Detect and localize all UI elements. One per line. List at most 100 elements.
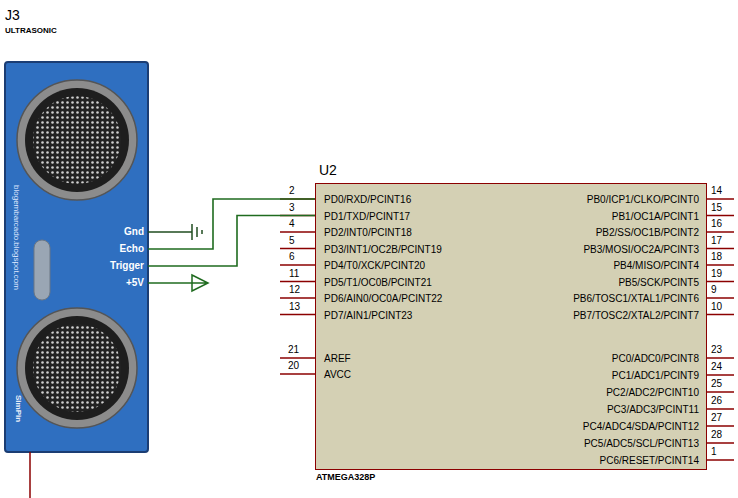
- power-arrow: [192, 275, 208, 291]
- pin-number: 28: [711, 430, 722, 440]
- pin-number: 9: [711, 285, 717, 295]
- power-wire: [148, 282, 192, 284]
- pin-stub: [707, 297, 734, 299]
- pin-number: 25: [711, 379, 722, 389]
- pin-stub: [707, 198, 734, 200]
- pin-number: 10: [711, 302, 722, 312]
- pin-name: PB2/SS/OC1B/PCINT2: [596, 228, 699, 238]
- part-designator: U2: [319, 163, 337, 177]
- pin-number: 13: [289, 302, 300, 312]
- pin-number: 12: [289, 285, 300, 295]
- pin-name: PC5/ADC5/SCL/PCINT13: [584, 439, 699, 449]
- pin-stub: [280, 281, 315, 283]
- pin-name: PD7/AIN1/PCINT23: [324, 311, 412, 321]
- pin-name: PB0/ICP1/CLKO/PCINT0: [587, 195, 699, 205]
- pin-number: 26: [711, 396, 722, 406]
- pin-name: PD5/T1/OC0B/PCINT21: [324, 278, 432, 288]
- pin-stub: [707, 314, 734, 316]
- watermark: blogembarcado.blogspot.com: [12, 185, 20, 290]
- pin-name: PD0/RXD/PCINT16: [324, 195, 411, 205]
- pin-name: PD6/AIN0/OC0A/PCINT22: [324, 294, 442, 304]
- pin-number: 1: [711, 447, 717, 457]
- pin-number: 4: [289, 219, 295, 229]
- pin-number: 17: [711, 236, 722, 246]
- pin-number: 27: [711, 413, 722, 423]
- pin-stub: [707, 281, 734, 283]
- pin-number: 23: [711, 345, 722, 355]
- pin-name: PB5/SCK/PCINT5: [618, 278, 699, 288]
- pin-name: PC6/RESET/PCINT14: [600, 456, 699, 466]
- pin-stub: [707, 357, 734, 359]
- part-value: ATMEGA328P: [316, 473, 375, 482]
- signal-wire: [148, 216, 315, 267]
- pin-stub: [707, 425, 734, 427]
- ground-bar: [191, 224, 193, 240]
- pin-name: PB1/OC1A/PCINT1: [612, 212, 699, 222]
- pin-number: 14: [711, 186, 722, 196]
- pin-stub: [707, 408, 734, 410]
- pin-name: PC4/ADC4/SDA/PCINT12: [583, 422, 699, 432]
- pin-number: 18: [711, 252, 722, 262]
- pin-name: PB6/TOSC1/XTAL1/PCINT6: [573, 294, 699, 304]
- pin-name: PB3/MOSI/OC2A/PCINT3: [583, 245, 699, 255]
- pin-stub: [707, 248, 734, 250]
- pin-stub: [280, 314, 315, 316]
- transducer-ring: [17, 308, 137, 428]
- pin-number: 21: [288, 345, 299, 355]
- pin-name: Gnd: [124, 227, 144, 237]
- pin-number: 5: [289, 236, 295, 246]
- pin-name: PD1/TXD/PCINT17: [324, 212, 410, 222]
- transducer-ring: [25, 316, 129, 420]
- pin-name: PD2/INT0/PCINT18: [324, 228, 412, 238]
- pin-name: PC3/ADC3/PCINT11: [607, 405, 699, 415]
- ground-bar: [196, 227, 198, 237]
- power-terminal: [148, 275, 208, 291]
- pin-name: PC0/ADC0/PCINT8: [612, 354, 699, 364]
- ground-symbol: [148, 224, 202, 240]
- pin-name: PD4/T0/XCK/PCINT20: [324, 261, 425, 271]
- pin-stub: [280, 357, 315, 359]
- pin-name: Trigger: [110, 261, 144, 271]
- part-designator: J3: [5, 8, 20, 22]
- ground-bar: [201, 230, 203, 234]
- pin-stub: [707, 391, 734, 393]
- pin-name: PC2/ADC2/PCINT10: [606, 388, 699, 398]
- pin-number: 20: [288, 361, 299, 371]
- transducer-mesh: [33, 96, 121, 184]
- module-board: [5, 62, 148, 452]
- brand-text: SimPin: [14, 395, 22, 422]
- pin-stub: [707, 215, 734, 217]
- pin-number: 3: [289, 203, 295, 213]
- pin-name: PB7/TOSC2/XTAL2/PCINT7: [573, 311, 699, 321]
- pin-stub: [280, 373, 315, 375]
- pin-stub: [707, 374, 734, 376]
- pin-stub: [280, 248, 315, 250]
- transducer-ring: [17, 80, 137, 200]
- pin-name: AVCC: [324, 370, 351, 380]
- pin-stub: [707, 231, 734, 233]
- pin-name: Echo: [120, 244, 144, 254]
- pin-number: 24: [711, 362, 722, 372]
- microcontroller-chip: U2PD0/RXD/PCINT16PD1/TXD/PCINT17PD2/INT0…: [315, 183, 707, 470]
- pin-name: PD3/INT1/OC2B/PCINT19: [324, 245, 442, 255]
- crystal-oval: [34, 240, 50, 300]
- pin-stub: [280, 264, 315, 266]
- part-value: ULTRASONIC: [5, 27, 57, 35]
- ground-wire: [148, 231, 192, 233]
- pin-stub: [707, 442, 734, 444]
- pin-number: 11: [289, 269, 299, 279]
- pin-number: 16: [711, 219, 722, 229]
- pin-stub: [280, 231, 315, 233]
- pin-number: 15: [711, 203, 722, 213]
- pin-number: 2: [289, 186, 295, 196]
- pin-stub: [707, 459, 734, 461]
- transducer-ring: [25, 88, 129, 192]
- pin-stub: [280, 297, 315, 299]
- pin-name: PC1/ADC1/PCINT9: [612, 371, 699, 381]
- pin-name: PB4/MISO/PCINT4: [613, 261, 699, 271]
- ultrasonic-module-illustration: [5, 62, 148, 452]
- pin-number: 19: [711, 269, 722, 279]
- pin-number: 6: [289, 252, 295, 262]
- pin-stub: [707, 264, 734, 266]
- pin-name: AREF: [324, 354, 351, 364]
